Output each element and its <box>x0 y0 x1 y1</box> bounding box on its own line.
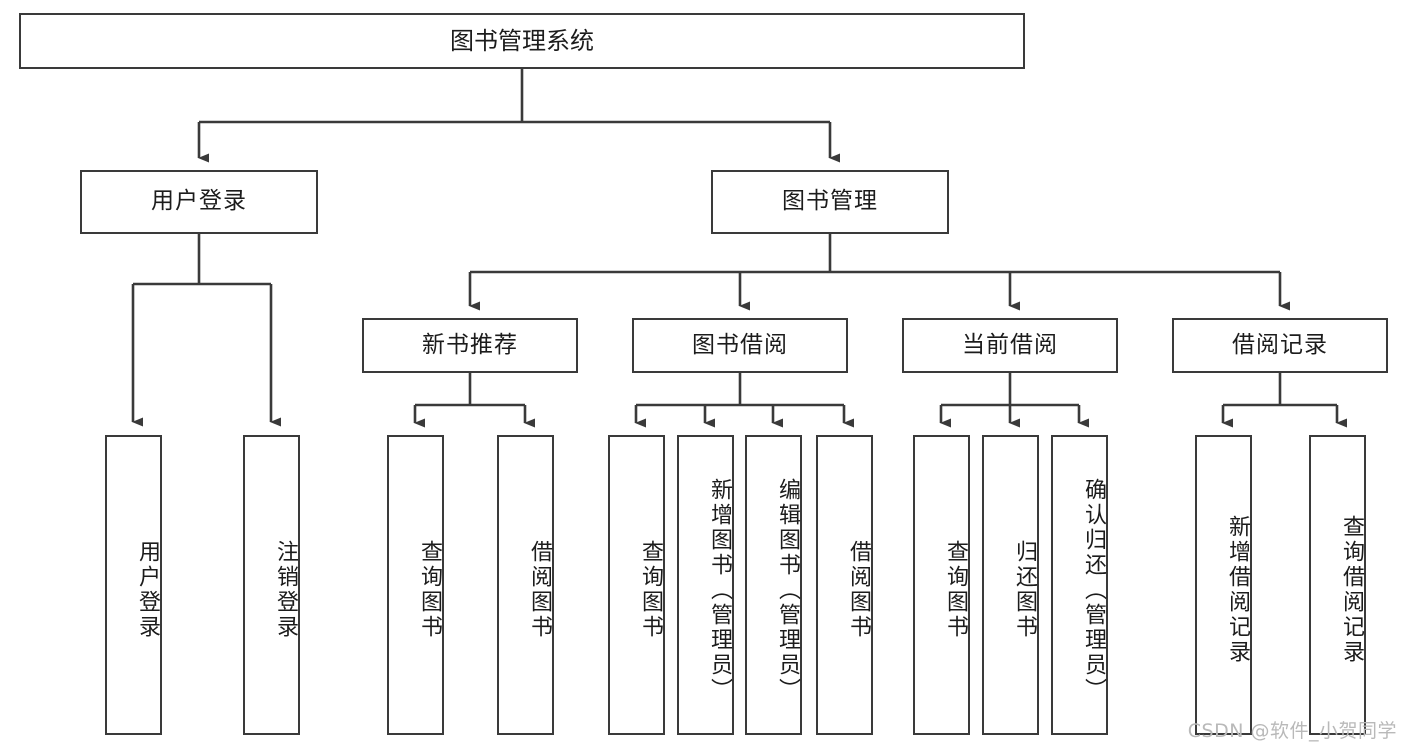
leaf-borrow-book-2[interactable]: 借阅图书 <box>816 435 873 735</box>
leaf-confirm-return-label: 确认归还（管理员） <box>1081 477 1106 703</box>
leaf-return-book[interactable]: 归还图书 <box>982 435 1039 735</box>
node-user-login-label: 用户登录 <box>151 188 247 215</box>
node-root-label: 图书管理系统 <box>450 26 594 55</box>
leaf-user-login[interactable]: 用户登录 <box>105 435 162 735</box>
node-root[interactable]: 图书管理系统 <box>19 13 1025 69</box>
node-user-login[interactable]: 用户登录 <box>80 170 318 234</box>
leaf-edit-book-label: 编辑图书（管理员） <box>775 477 800 703</box>
node-book-borrow[interactable]: 图书借阅 <box>632 318 848 373</box>
leaf-add-book[interactable]: 新增图书（管理员） <box>677 435 734 735</box>
leaf-logout[interactable]: 注销登录 <box>243 435 300 735</box>
leaf-confirm-return[interactable]: 确认归还（管理员） <box>1051 435 1108 735</box>
node-new-book-recommend-label: 新书推荐 <box>422 331 518 358</box>
node-book-manage-label: 图书管理 <box>782 188 878 215</box>
leaf-add-record[interactable]: 新增借阅记录 <box>1195 435 1252 735</box>
leaf-add-record-label: 新增借阅记录 <box>1225 515 1250 665</box>
node-book-borrow-label: 图书借阅 <box>692 331 788 358</box>
leaf-query-record[interactable]: 查询借阅记录 <box>1309 435 1366 735</box>
node-current-borrow[interactable]: 当前借阅 <box>902 318 1118 373</box>
leaf-query-book-3[interactable]: 查询图书 <box>913 435 970 735</box>
node-book-manage[interactable]: 图书管理 <box>711 170 949 234</box>
csdn-watermark: CSDN @软件_小贺同学 <box>1187 720 1397 742</box>
leaf-query-book-2-label: 查询图书 <box>638 540 663 640</box>
leaf-query-record-label: 查询借阅记录 <box>1339 515 1364 665</box>
leaf-borrow-book-1[interactable]: 借阅图书 <box>497 435 554 735</box>
leaf-query-book-1[interactable]: 查询图书 <box>387 435 444 735</box>
leaf-query-book-3-label: 查询图书 <box>943 540 968 640</box>
node-new-book-recommend[interactable]: 新书推荐 <box>362 318 578 373</box>
node-current-borrow-label: 当前借阅 <box>962 331 1058 358</box>
node-borrow-record-label: 借阅记录 <box>1232 331 1328 358</box>
leaf-query-book-1-label: 查询图书 <box>417 540 442 640</box>
leaf-user-login-label: 用户登录 <box>135 540 160 640</box>
node-borrow-record[interactable]: 借阅记录 <box>1172 318 1388 373</box>
leaf-edit-book[interactable]: 编辑图书（管理员） <box>745 435 802 735</box>
leaf-logout-label: 注销登录 <box>273 540 298 640</box>
leaf-borrow-book-1-label: 借阅图书 <box>527 540 552 640</box>
leaf-return-book-label: 归还图书 <box>1012 540 1037 640</box>
leaf-borrow-book-2-label: 借阅图书 <box>846 540 871 640</box>
leaf-query-book-2[interactable]: 查询图书 <box>608 435 665 735</box>
leaf-add-book-label: 新增图书（管理员） <box>707 477 732 703</box>
